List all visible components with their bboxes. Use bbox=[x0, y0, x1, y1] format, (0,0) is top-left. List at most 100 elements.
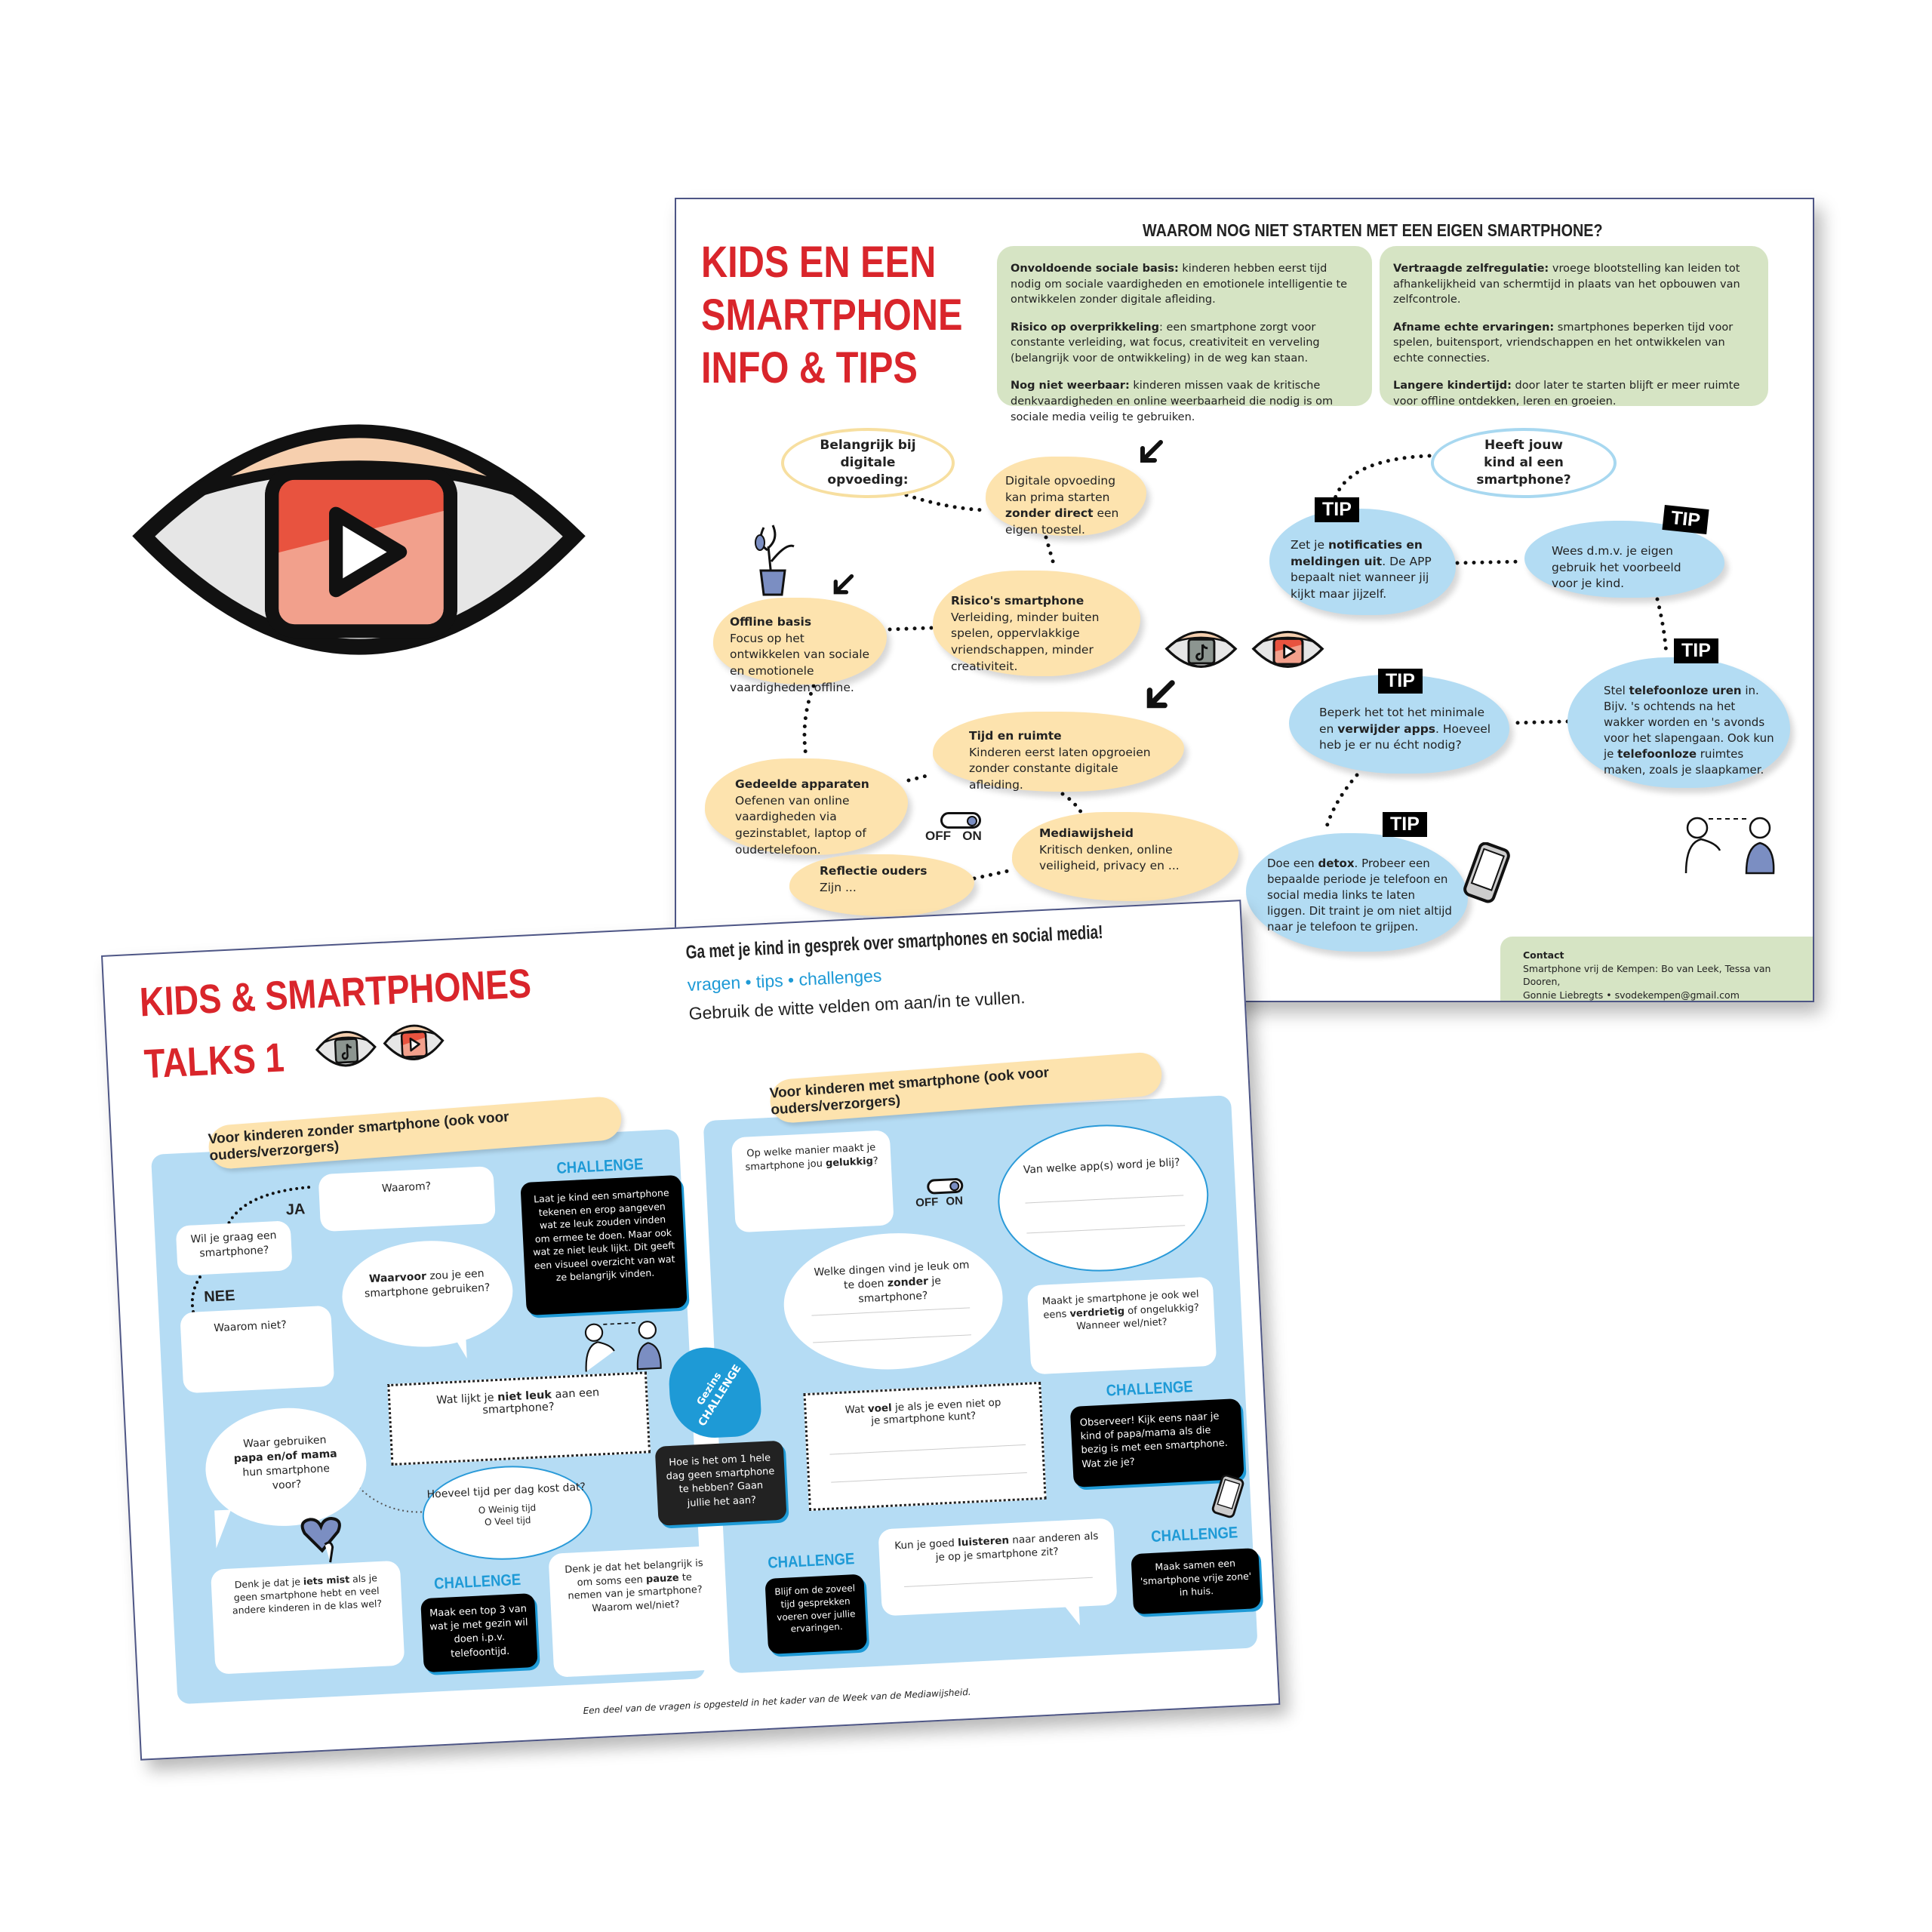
node-text: Focus op het ontwikkelen van sociale en … bbox=[730, 631, 870, 694]
card-pauze[interactable]: Denk je dat het belangrijk is om soms ee… bbox=[548, 1546, 724, 1678]
toggle-off-label: OFF bbox=[915, 1195, 939, 1210]
rich-text: Waar gebruiken papa en/of mama hun smart… bbox=[226, 1432, 345, 1495]
text-run: hun smartphone voor? bbox=[242, 1462, 331, 1492]
why-text: smartphones beperken tijd voor spelen, b… bbox=[1393, 321, 1734, 365]
bubble-question: Hoeveel tijd per dag kost dat? bbox=[426, 1481, 586, 1501]
toggle-on-label: ON bbox=[962, 829, 982, 843]
rich-text: Wees d.m.v. je eigen gebruik het voorbee… bbox=[1552, 543, 1706, 592]
field-voel[interactable]: Wat voel je als je even niet op je smart… bbox=[803, 1381, 1047, 1512]
why-item: Risico op overprikkeling: een smartphone… bbox=[1011, 320, 1358, 367]
why-item: Afname echte ervaringen: smartphones bep… bbox=[1393, 320, 1755, 367]
nee-label: NEE bbox=[203, 1287, 235, 1306]
eye-tiktok-icon bbox=[1164, 626, 1238, 672]
tip-verwijder-apps: Beperk het tot het minimale en verwijder… bbox=[1289, 675, 1509, 774]
contact-box: Contact Smartphone vrij de Kempen: Bo va… bbox=[1500, 937, 1813, 1001]
text-run: Waar gebruiken bbox=[242, 1434, 327, 1451]
challenge-zone: Maak samen een 'smartphone vrije zone' i… bbox=[1131, 1548, 1262, 1615]
bubble-question: Van welke app(s) word je blij? bbox=[1023, 1156, 1180, 1177]
why-label: Nog niet weerbaar: bbox=[1011, 380, 1130, 392]
ja-label: JA bbox=[285, 1201, 306, 1219]
text-run: Kun je goed bbox=[894, 1537, 958, 1552]
rich-text: Welke dingen vind je leuk om te doen zon… bbox=[812, 1258, 973, 1309]
arrow-icon bbox=[1140, 440, 1163, 463]
node-text: Zijn ... bbox=[820, 880, 857, 894]
bold-text: detox bbox=[1318, 857, 1355, 870]
eye-play-icon bbox=[382, 1019, 446, 1066]
card-gelukkig[interactable]: Op welke manier maakt je smartphone jou … bbox=[731, 1130, 894, 1233]
on-off-toggle-icon: OFF ON bbox=[915, 1177, 992, 1210]
contact-line: Gonnie Liebregts • svodekempen@gmail.com bbox=[1523, 989, 1740, 1001]
tip-badge: TIP bbox=[1315, 497, 1359, 522]
why-text: vroege blootstelling kan leiden tot afha… bbox=[1393, 263, 1740, 306]
challenge-observe: Observeer! Kijk eens naar je kind of pap… bbox=[1069, 1398, 1244, 1487]
node-title: Mediawijsheid bbox=[1039, 826, 1134, 840]
node-title: Reflectie ouders bbox=[820, 864, 928, 878]
bold-text: pauze bbox=[645, 1572, 680, 1586]
why-item: Onvoldoende sociale basis: kinderen hebb… bbox=[1011, 261, 1358, 308]
bubble-tail bbox=[454, 1335, 467, 1359]
bubble-tail bbox=[1063, 1604, 1080, 1626]
bubble-tail bbox=[214, 1509, 233, 1549]
text-run: Zet je bbox=[1291, 538, 1328, 552]
bold-text: Waarvoor bbox=[368, 1270, 427, 1286]
info-title: KIDS EN EEN SMARTPHONE INFO & TIPS bbox=[701, 236, 962, 395]
rich-text: Denk je dat het belangrijk is om soms ee… bbox=[559, 1557, 710, 1617]
bold-text: zonder bbox=[887, 1275, 929, 1290]
challenge-gezins: Hoe is het om 1 hele dag geen smartphone… bbox=[654, 1440, 787, 1526]
node-text: Oefenen van online vaardigheden via gezi… bbox=[735, 793, 866, 857]
connector-dots bbox=[802, 454, 1669, 881]
card-luisteren[interactable]: Kun je goed luisteren naar anderen als j… bbox=[878, 1518, 1118, 1617]
card-waarom-niet[interactable]: Waarom niet? bbox=[180, 1305, 335, 1394]
rich-text: Doe een detox. Probeer een bepaalde peri… bbox=[1267, 856, 1453, 935]
bold-text: zonder direct bbox=[1005, 506, 1094, 521]
belangrijk-heading: Belangrijk bij digitale opvoeding: bbox=[781, 428, 955, 498]
contact-line: Smartphone vrij de Kempen: Bo van Leek, … bbox=[1523, 962, 1771, 988]
rich-text: Wat voel je als je even niet op je smart… bbox=[844, 1396, 1002, 1428]
text-run: . De APP bepaalt niet wanneer jij kijkt … bbox=[1291, 554, 1432, 601]
eye-tiktok-icon bbox=[314, 1025, 378, 1072]
why-box-right: Vertraagde zelfregulatie: vroege blootst… bbox=[1380, 246, 1768, 409]
card-iets-mist[interactable]: Denk je dat je iets mist als je geen sma… bbox=[210, 1560, 405, 1675]
challenge-draw-smartphone: Laat je kind een smartphone tekenen en e… bbox=[520, 1174, 688, 1316]
radio-option[interactable]: O Veel tijd bbox=[484, 1515, 531, 1528]
bold-text: gelukkig bbox=[825, 1155, 874, 1169]
why-label: Risico op overprikkeling bbox=[1011, 321, 1160, 334]
why-item: Vertraagde zelfregulatie: vroege blootst… bbox=[1393, 261, 1755, 308]
node-title: Offline basis bbox=[730, 615, 812, 629]
talks-worksheet: KIDS & SMARTPHONES TALKS 1 Ga met je kin… bbox=[101, 900, 1281, 1761]
rich-text: Beperk het tot het minimale en verwijder… bbox=[1319, 705, 1494, 754]
card-verdrietig[interactable]: Maakt je smartphone je ook wel eens verd… bbox=[1026, 1276, 1217, 1375]
smartphone-icon bbox=[1208, 1474, 1248, 1524]
toggle-off-label: OFF bbox=[925, 829, 951, 843]
people-sharing-icon bbox=[574, 1316, 666, 1377]
tip-badge: TIP bbox=[1383, 812, 1427, 837]
node-title: Tijd en ruimte bbox=[969, 729, 1062, 743]
rich-text: Op welke manier maakt je smartphone jou … bbox=[742, 1141, 880, 1174]
bold-text: iets mist bbox=[303, 1573, 350, 1587]
card-waarom[interactable]: Waarom? bbox=[318, 1165, 496, 1232]
challenge-top3: Maak een top 3 van wat je met gezin wil … bbox=[420, 1592, 538, 1673]
heeft-jouw-kind-heading: Heeft jouw kind al een smartphone? bbox=[1431, 428, 1617, 498]
card-question: Wil je graag een smartphone? bbox=[190, 1229, 277, 1260]
why-item: Langere kindertijd: door later te starte… bbox=[1393, 378, 1755, 409]
rich-text: Stel telefoonloze uren in. Bijv. 's ocht… bbox=[1604, 683, 1775, 778]
rich-text: Zet je notificaties en meldingen uit. De… bbox=[1291, 537, 1441, 603]
why-item: Nog niet weerbaar: kinderen missen vaak … bbox=[1011, 378, 1358, 425]
field-niet-leuk[interactable]: Wat lijkt je niet leuk aan een smartphon… bbox=[387, 1371, 651, 1466]
tip-voorbeeld: Wees d.m.v. je eigen gebruik het voorbee… bbox=[1524, 521, 1724, 598]
node-title: Risico's smartphone bbox=[951, 594, 1084, 608]
why-box-left: Onvoldoende sociale basis: kinderen hebb… bbox=[997, 246, 1372, 423]
node-text: Kritisch denken, online veiligheid, priv… bbox=[1039, 842, 1180, 873]
why-text: : een smartphone zorgt voor constante ve… bbox=[1011, 321, 1320, 365]
why-label: Vertraagde zelfregulatie: bbox=[1393, 263, 1549, 275]
bold-text: verdrietig bbox=[1069, 1305, 1125, 1320]
text-run: een eigen toestel. bbox=[1005, 506, 1119, 537]
card-wil-je[interactable]: Wil je graag een smartphone? bbox=[175, 1220, 293, 1276]
card-question: Waarom niet? bbox=[213, 1318, 288, 1335]
tip-notificaties: Zet je notificaties en meldingen uit. De… bbox=[1269, 509, 1456, 615]
